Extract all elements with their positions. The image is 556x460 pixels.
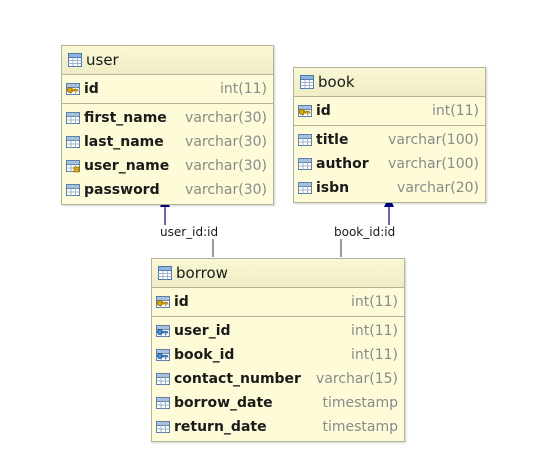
column-row-title[interactable]: title varchar(100) <box>294 128 485 152</box>
column-type: int(11) <box>351 294 398 310</box>
column-icon <box>156 396 170 410</box>
column-icon <box>298 157 312 171</box>
column-name: borrow_date <box>174 395 273 411</box>
column-name: title <box>316 132 349 148</box>
column-name: user_id <box>174 323 231 339</box>
entity-header[interactable]: borrow <box>152 259 404 288</box>
table-icon <box>300 75 314 89</box>
column-row-isbn[interactable]: isbn varchar(20) <box>294 176 485 200</box>
entity-borrow[interactable]: borrow id int(11) user_id int(11) book_id int(… <box>151 258 405 442</box>
column-name: isbn <box>316 180 350 196</box>
column-type: varchar(15) <box>316 371 398 387</box>
column-icon <box>298 133 312 147</box>
column-type: varchar(100) <box>388 156 479 172</box>
columns-section: first_name varchar(30) last_name varchar(30… <box>62 104 273 204</box>
column-name: first_name <box>84 110 167 126</box>
entity-book[interactable]: book id int(11) title varchar(100) author varc… <box>293 67 486 203</box>
column-row-password[interactable]: password varchar(30) <box>62 178 273 202</box>
entity-title: borrow <box>176 264 228 282</box>
column-row-author[interactable]: author varchar(100) <box>294 152 485 176</box>
column-icon <box>298 181 312 195</box>
primary-key-icon <box>66 82 80 96</box>
column-row-contact-number[interactable]: contact_number varchar(15) <box>152 367 404 391</box>
column-icon <box>66 111 80 125</box>
columns-section: title varchar(100) author varchar(100) isbn v… <box>294 126 485 202</box>
column-type: varchar(30) <box>185 182 267 198</box>
column-name: book_id <box>174 347 235 363</box>
entity-title: book <box>318 73 355 91</box>
column-type: varchar(30) <box>185 158 267 174</box>
column-type: varchar(30) <box>185 134 267 150</box>
column-type: int(11) <box>220 81 267 97</box>
column-name: password <box>84 182 160 198</box>
primary-key-section: id int(11) <box>62 75 273 104</box>
entity-title: user <box>86 51 119 69</box>
column-type: timestamp <box>322 419 398 435</box>
column-type: varchar(100) <box>388 132 479 148</box>
column-type: varchar(30) <box>185 110 267 126</box>
foreign-key-icon <box>156 324 170 338</box>
foreign-key-icon <box>156 348 170 362</box>
table-icon <box>68 53 82 67</box>
column-name: id <box>84 81 99 97</box>
unique-index-column-icon <box>66 159 80 173</box>
column-type: int(11) <box>351 347 398 363</box>
column-name: contact_number <box>174 371 301 387</box>
primary-key-section: id int(11) <box>152 288 404 317</box>
column-name: id <box>174 294 189 310</box>
entity-header[interactable]: user <box>62 46 273 75</box>
column-row-id[interactable]: id int(11) <box>294 99 485 123</box>
column-row-user-id[interactable]: user_id int(11) <box>152 319 404 343</box>
primary-key-icon <box>156 295 170 309</box>
columns-section: user_id int(11) book_id int(11) contact_numb… <box>152 317 404 441</box>
column-name: last_name <box>84 134 164 150</box>
column-row-first-name[interactable]: first_name varchar(30) <box>62 106 273 130</box>
column-row-user-name[interactable]: user_name varchar(30) <box>62 154 273 178</box>
column-name: user_name <box>84 158 170 174</box>
column-row-id[interactable]: id int(11) <box>62 77 273 101</box>
column-type: int(11) <box>351 323 398 339</box>
column-name: author <box>316 156 369 172</box>
column-row-last-name[interactable]: last_name varchar(30) <box>62 130 273 154</box>
relation-label-book: book_id:id <box>334 225 396 239</box>
primary-key-section: id int(11) <box>294 97 485 126</box>
column-name: id <box>316 103 331 119</box>
column-type: timestamp <box>322 395 398 411</box>
column-type: varchar(20) <box>397 180 479 196</box>
column-icon <box>66 135 80 149</box>
column-row-borrow-date[interactable]: borrow_date timestamp <box>152 391 404 415</box>
column-type: int(11) <box>432 103 479 119</box>
column-icon <box>156 372 170 386</box>
column-name: return_date <box>174 419 267 435</box>
column-icon <box>156 420 170 434</box>
entity-header[interactable]: book <box>294 68 485 97</box>
column-row-book-id[interactable]: book_id int(11) <box>152 343 404 367</box>
column-icon <box>66 183 80 197</box>
relation-label-user: user_id:id <box>160 225 219 239</box>
column-row-return-date[interactable]: return_date timestamp <box>152 415 404 439</box>
primary-key-icon <box>298 104 312 118</box>
column-row-id[interactable]: id int(11) <box>152 290 404 314</box>
table-icon <box>158 266 172 280</box>
